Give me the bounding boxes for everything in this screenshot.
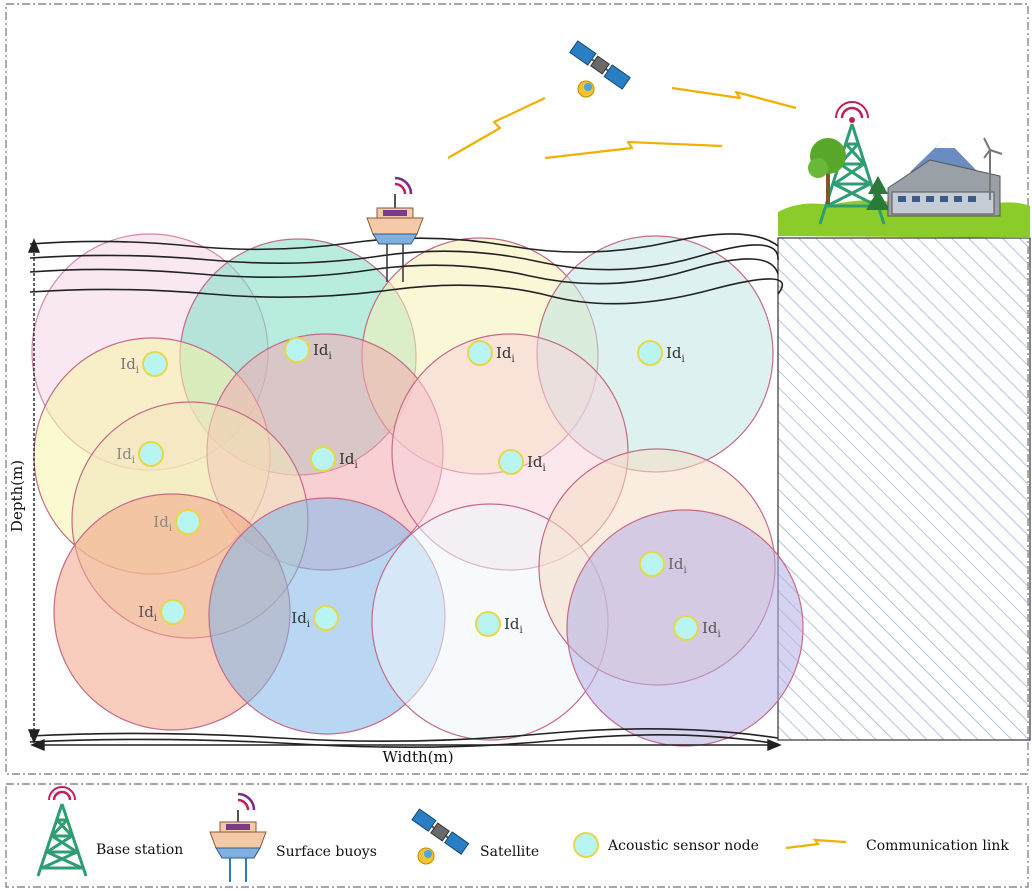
acoustic-sensor-node-icon [673, 615, 699, 641]
communication-links [447, 86, 797, 160]
tree-icon [808, 138, 890, 210]
sensor-node-label: Idi [313, 341, 332, 362]
legend-communication-link-label: Communication link [866, 838, 1009, 854]
sensor-node-label: Idi [666, 344, 685, 365]
surface-buoy-icon [366, 176, 424, 282]
legend-surface-buoy-icon [209, 792, 267, 882]
coverage-areas [31, 233, 804, 747]
width-axis [30, 738, 782, 752]
sensor-node-label: Idi [504, 615, 523, 636]
depth-axis [27, 238, 41, 744]
sensor-node-label: Idi [153, 513, 172, 534]
legend-base-station-label: Base station [96, 842, 183, 858]
acoustic-sensor-node-icon [138, 441, 164, 467]
sensor-node-label: Idi [702, 619, 721, 640]
depth-axis-label: Depth(m) [8, 460, 26, 532]
legend-base-station-icon [36, 786, 88, 877]
base-station-icon [818, 101, 886, 225]
sensor-node-label: Idi [527, 453, 546, 474]
legend-surface-buoys-label: Surface buoys [276, 844, 377, 860]
shore-block [777, 237, 1031, 741]
legend-acoustic-sensor-node-icon [573, 832, 599, 858]
legend-satellite-label: Satellite [480, 844, 539, 860]
acoustic-sensor-node-icon [284, 337, 310, 363]
water-surface [29, 233, 784, 305]
building-icon [887, 137, 1003, 217]
seabed [29, 728, 779, 748]
acoustic-sensor-node-icon [313, 605, 339, 631]
sensor-node-label: Idi [668, 555, 687, 576]
sensor-node-label: Idi [138, 603, 157, 624]
acoustic-sensor-node-icon [498, 449, 524, 475]
acoustic-sensor-node-icon [175, 509, 201, 535]
acoustic-sensor-node-icon [637, 340, 663, 366]
sensor-node-label: Idi [496, 344, 515, 365]
acoustic-sensor-node-icon [475, 611, 501, 637]
width-axis-label: Width(m) [382, 748, 453, 766]
legend-acoustic-sensor-node-label: Acoustic sensor node [607, 838, 759, 854]
legend-communication-link-icon [785, 838, 847, 850]
legend-satellite-icon [411, 808, 470, 865]
acoustic-sensor-node-icon [639, 551, 665, 577]
sensor-node-label: Idi [116, 445, 135, 466]
acoustic-sensor-node-icon [142, 351, 168, 377]
legend-frame [5, 783, 1029, 888]
acoustic-sensor-node-icon [467, 340, 493, 366]
sensor-node-label: Idi [291, 609, 310, 630]
acoustic-sensor-node-icon [310, 446, 336, 472]
satellite-icon [569, 40, 631, 98]
sensor-node-label: Idi [339, 450, 358, 471]
sensor-node-label: Idi [120, 355, 139, 376]
acoustic-sensor-node-icon [160, 599, 186, 625]
